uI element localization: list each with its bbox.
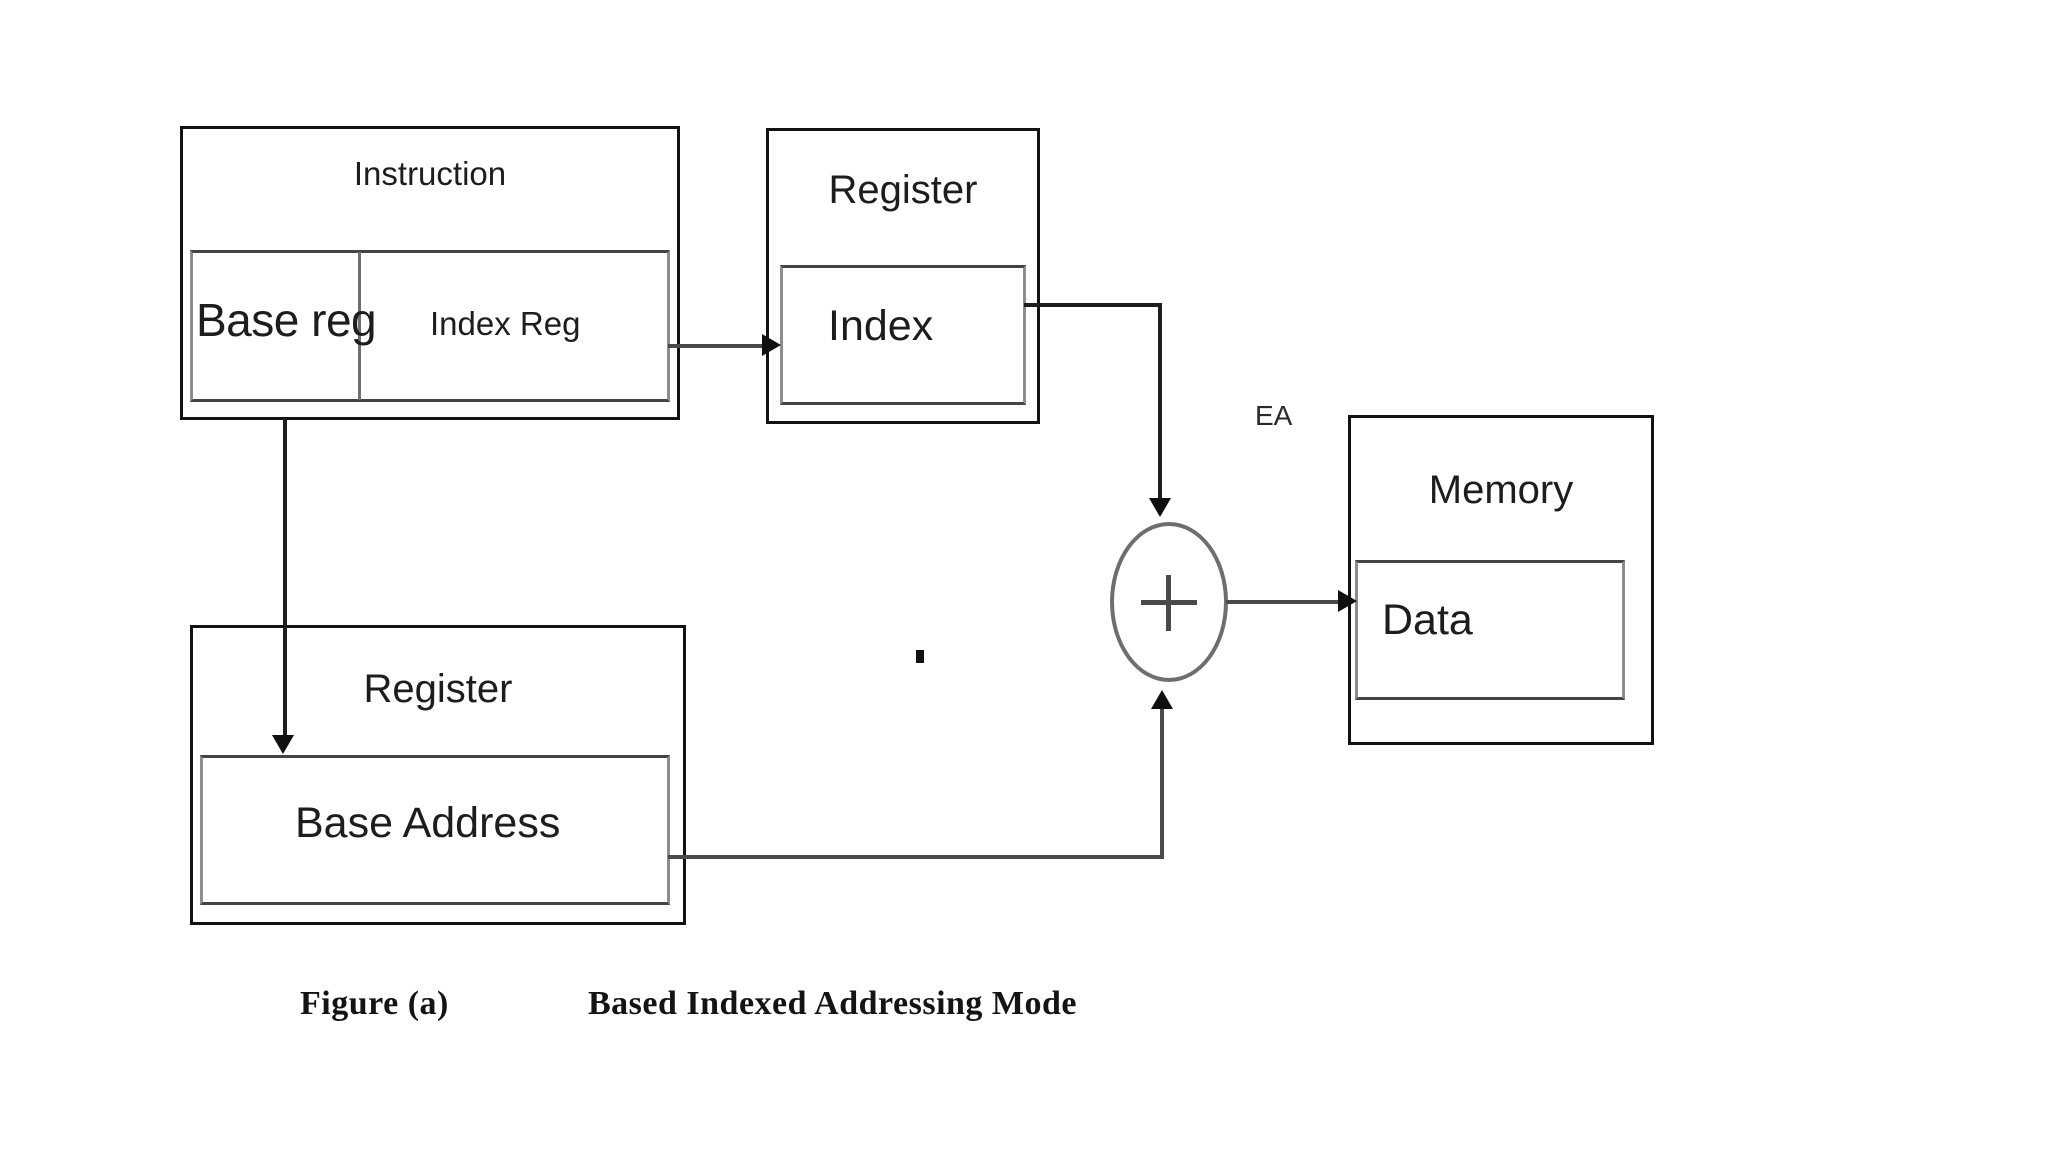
edge-index-to-adder-arrowhead <box>1149 498 1171 517</box>
index-register-field-label: Index <box>828 302 934 350</box>
edge-instruction-to-base-register-line <box>283 418 287 738</box>
memory-field-box <box>1355 560 1625 700</box>
base-register-box-title: Register <box>363 667 513 711</box>
memory-box-title: Memory <box>1428 468 1574 512</box>
memory-field-label: Data <box>1382 596 1473 644</box>
instruction-field-index-reg: Index Reg <box>430 305 581 342</box>
edge-instruction-to-index-register-arrowhead <box>762 334 781 356</box>
index-register-field-box <box>780 265 1026 405</box>
instruction-box-title: Instruction <box>353 155 507 192</box>
base-register-field-box <box>200 755 670 905</box>
index-register-box-title: Register <box>828 168 978 212</box>
edge-adder-to-memory-arrowhead <box>1338 590 1357 612</box>
base-register-field-label: Base Address <box>295 799 561 847</box>
edge-instruction-to-base-register-arrowhead <box>272 735 294 754</box>
edge-instruction-to-index-register-line <box>668 344 768 348</box>
figure-caption-label: Figure (a) <box>300 985 449 1022</box>
edge-base-to-adder-vertical <box>1160 706 1164 858</box>
edge-adder-to-memory-line <box>1226 600 1346 604</box>
adder-plus-icon-vertical <box>1166 575 1171 631</box>
instruction-fields-table <box>190 250 670 402</box>
adder-node <box>1110 522 1228 682</box>
instruction-fields-divider <box>358 252 361 400</box>
effective-address-label: EA <box>1255 400 1293 431</box>
edge-index-to-adder-vertical <box>1158 303 1162 501</box>
instruction-field-base-reg: Base reg <box>196 294 377 346</box>
edge-base-to-adder-arrowhead <box>1151 690 1173 709</box>
figure-caption-text: Based Indexed Addressing Mode <box>588 985 1078 1022</box>
scan-artifact-dot <box>916 650 924 663</box>
edge-base-to-adder-horizontal <box>668 855 1164 859</box>
edge-index-to-adder-horizontal <box>1024 303 1162 307</box>
